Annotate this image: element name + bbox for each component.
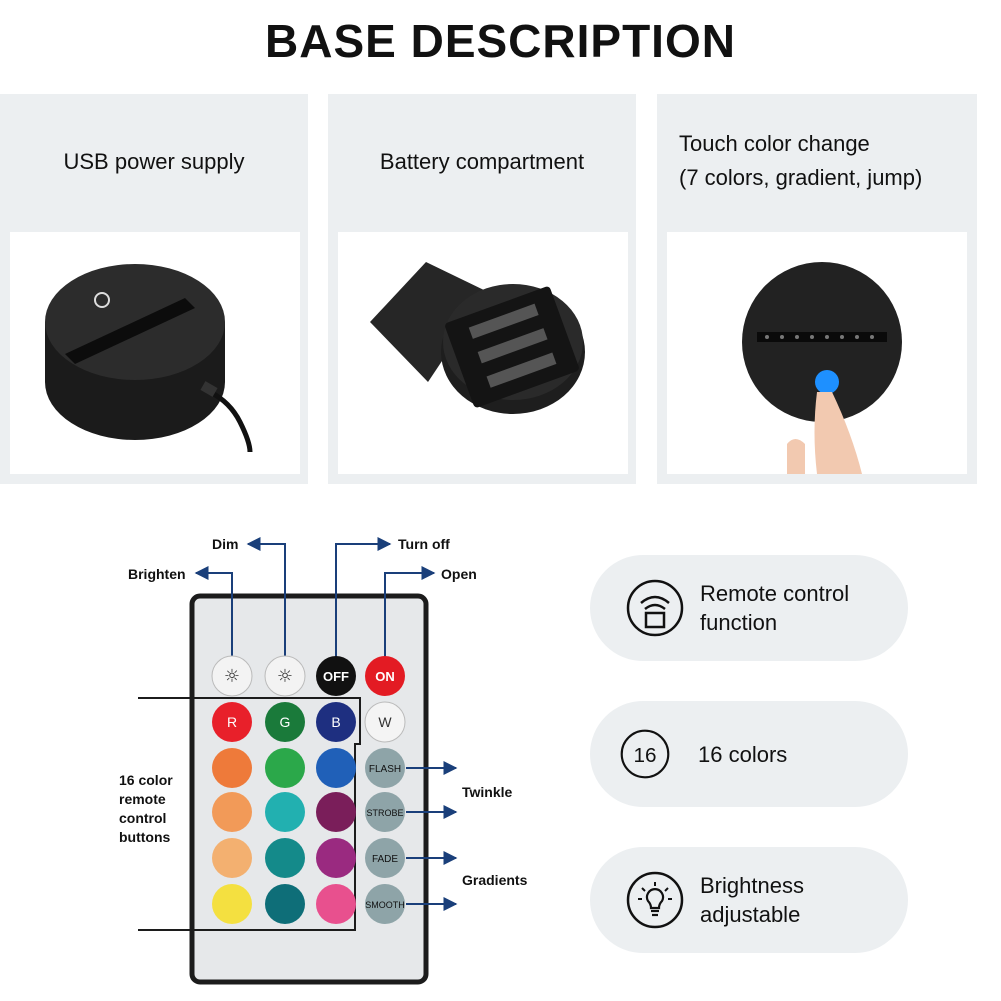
fade-button bbox=[365, 838, 405, 878]
touch-base-image bbox=[742, 262, 902, 474]
bulb-icon bbox=[626, 871, 684, 929]
turn-off-label: Turn off bbox=[398, 536, 450, 552]
page-title: BASE DESCRIPTION bbox=[265, 15, 736, 67]
fade-label: FADE bbox=[372, 854, 398, 865]
blue-button bbox=[316, 702, 356, 742]
panel-touch: Touch color change (7 colors, gradient, … bbox=[657, 94, 977, 484]
battery-base-image bbox=[370, 262, 585, 414]
panel-usb-power: USB power supply bbox=[0, 94, 308, 484]
turn-off-leader bbox=[335, 537, 392, 668]
feature-title-line2: function bbox=[700, 610, 778, 635]
remote-body bbox=[189, 593, 429, 985]
gradients-label: Gradients bbox=[462, 872, 528, 888]
strobe-label: STROBE bbox=[366, 808, 403, 818]
color-button bbox=[316, 792, 356, 832]
usb-base-image bbox=[45, 264, 253, 453]
panel-battery: Battery compartment bbox=[328, 94, 636, 484]
feature-title-line1: Remote control bbox=[700, 581, 850, 606]
on-label: ON bbox=[375, 669, 395, 684]
open-leader bbox=[384, 566, 436, 668]
color-buttons-bracket bbox=[138, 697, 361, 931]
remote-signal-icon bbox=[626, 579, 684, 637]
color-button bbox=[316, 838, 356, 878]
panel-caption: Battery compartment bbox=[379, 149, 585, 174]
feature-brightness: Brightness adjustable bbox=[590, 847, 908, 953]
color-button bbox=[212, 792, 252, 832]
color-buttons-label: 16 color remote control buttons bbox=[119, 771, 173, 847]
dim-icon: ☼ bbox=[277, 666, 293, 687]
feature-title-line1: 16 colors bbox=[698, 741, 788, 767]
smooth-button bbox=[365, 884, 405, 924]
brighten-icon: ☼ bbox=[224, 666, 240, 687]
on-button bbox=[365, 656, 405, 696]
color-buttons-label-line: buttons bbox=[119, 829, 171, 845]
color-button bbox=[212, 884, 252, 924]
feature-remote-control: Remote control function bbox=[590, 555, 908, 661]
smooth-label: SMOOTH bbox=[365, 900, 405, 910]
color-button bbox=[316, 748, 356, 788]
red-label: R bbox=[227, 714, 237, 730]
brighten-label: Brighten bbox=[128, 566, 186, 582]
color-button bbox=[212, 838, 252, 878]
white-button bbox=[364, 701, 406, 743]
color-button bbox=[316, 884, 356, 924]
feature-16-colors: 16 16 colors bbox=[590, 701, 908, 807]
svg-text:16: 16 bbox=[634, 744, 657, 767]
touch-base-photo bbox=[667, 232, 967, 474]
number-16-icon: 16 bbox=[620, 729, 670, 779]
dim-label: Dim bbox=[212, 536, 239, 552]
color-button bbox=[265, 884, 305, 924]
panel-caption-line2: (7 colors, gradient, jump) bbox=[679, 165, 923, 190]
color-buttons-label-line: remote bbox=[119, 791, 166, 807]
feature-title-line1: Brightness bbox=[700, 873, 804, 898]
feature-title-line2: adjustable bbox=[700, 902, 801, 927]
panel-caption-line1: Touch color change bbox=[679, 131, 870, 156]
brighten-button bbox=[211, 655, 253, 697]
dim-button bbox=[264, 655, 306, 697]
usb-base-photo bbox=[10, 232, 300, 474]
off-label: OFF bbox=[323, 669, 349, 684]
brighten-leader bbox=[194, 566, 233, 668]
blue-label: B bbox=[331, 714, 340, 730]
twinkle-label: Twinkle bbox=[462, 784, 513, 800]
white-label: W bbox=[378, 714, 392, 730]
color-button bbox=[265, 748, 305, 788]
green-label: G bbox=[280, 714, 291, 730]
flash-button bbox=[365, 748, 405, 788]
color-buttons-label-line: control bbox=[119, 810, 167, 826]
green-button bbox=[265, 702, 305, 742]
off-button bbox=[316, 656, 356, 696]
panel-caption: USB power supply bbox=[63, 149, 245, 174]
color-buttons-label-line: 16 color bbox=[119, 772, 173, 788]
remote-diagram: ☼ ☼ OFF ON R G B W FLASH STROBE FADE SMO… bbox=[138, 537, 458, 985]
red-button bbox=[212, 702, 252, 742]
open-label: Open bbox=[441, 566, 477, 582]
strobe-button bbox=[365, 792, 405, 832]
battery-base-photo bbox=[338, 232, 628, 474]
dim-leader bbox=[246, 537, 286, 668]
color-button bbox=[212, 748, 252, 788]
color-button bbox=[265, 792, 305, 832]
color-button bbox=[265, 838, 305, 878]
flash-label: FLASH bbox=[369, 764, 401, 775]
